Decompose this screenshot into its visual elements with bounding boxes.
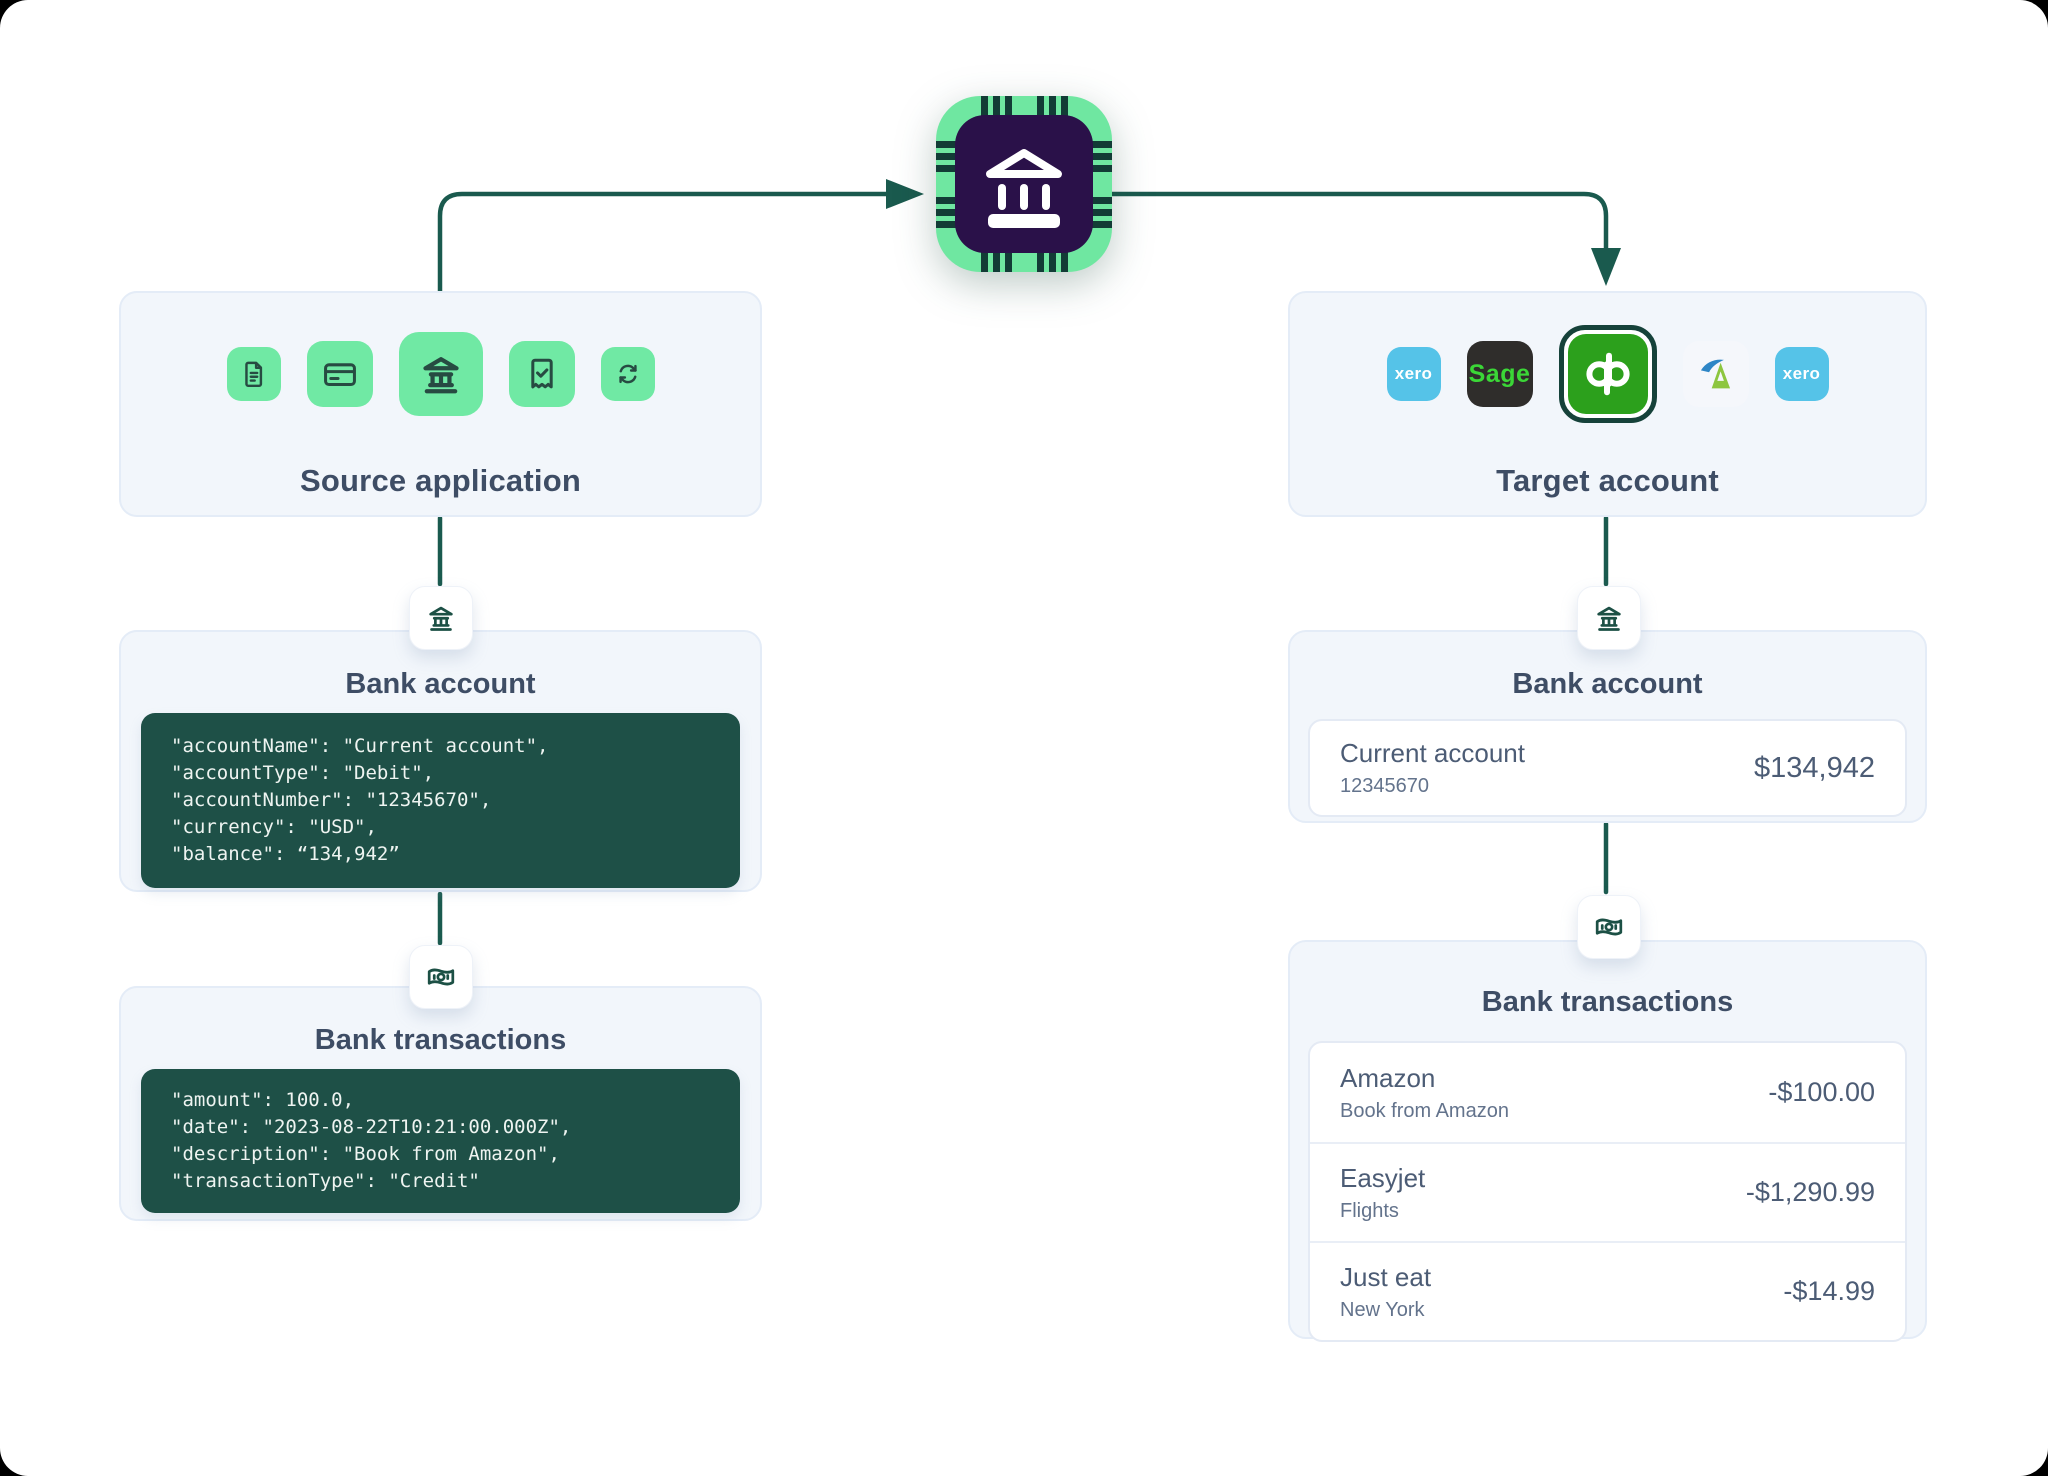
bank-account-json: "accountName": "Current account", "accou…	[141, 713, 740, 888]
source-panel-title: Source application	[300, 463, 581, 498]
quickbooks-logo-icon	[1567, 334, 1648, 414]
bank-icon	[398, 332, 483, 416]
freeagent-app-icon	[1682, 341, 1749, 407]
receipt-check-icon	[508, 341, 575, 407]
transaction-merchant: Amazon	[1340, 1062, 1436, 1093]
bank-account-title: Bank account	[345, 668, 536, 700]
target-app-row: xero Sage	[1386, 325, 1829, 423]
bank-chip-icon	[936, 96, 1112, 272]
code-line: "accountType": "Debit",	[171, 762, 435, 784]
credit-card-icon	[306, 341, 373, 407]
code-line: "currency": "USD",	[171, 816, 377, 838]
transaction-description: Flights	[1340, 1199, 1399, 1222]
account-number: 12345670	[1340, 775, 1429, 797]
transaction-info: Amazon Book from Amazon	[1340, 1063, 1509, 1123]
transaction-amount: -$100.00	[1768, 1077, 1875, 1107]
transaction-merchant: Easyjet	[1340, 1162, 1426, 1193]
bank-transactions-json: "amount": 100.0, "date": "2023-08-22T10:…	[141, 1069, 740, 1213]
sage-logo-text: Sage	[1468, 359, 1531, 388]
transaction-description: New York	[1340, 1298, 1425, 1321]
account-summary-card: Current account 12345670 $134,942	[1308, 719, 1907, 817]
target-bank-account-panel: Bank account Current account 12345670 $1…	[1288, 630, 1927, 823]
xero-app-icon: xero	[1774, 347, 1829, 401]
arrow-head-right-icon	[886, 179, 924, 209]
transaction-row: Easyjet Flights -$1,290.99	[1310, 1142, 1905, 1241]
transactions-list: Amazon Book from Amazon -$100.00 Easyjet…	[1308, 1041, 1907, 1342]
code-line: "description": "Book from Amazon",	[171, 1143, 560, 1165]
code-line: "accountNumber": "12345670",	[171, 789, 492, 811]
target-panel-title: Target account	[1496, 463, 1719, 498]
source-bank-transactions-panel: Bank transactions "amount": 100.0, "date…	[119, 986, 762, 1221]
source-bank-account-panel: Bank account "accountName": "Current acc…	[119, 630, 762, 892]
bank-icon-badge	[409, 586, 473, 650]
xero-logo-text: xero	[1394, 364, 1433, 383]
bank-transactions-title: Bank transactions	[314, 1024, 567, 1056]
account-balance: $134,942	[1754, 751, 1875, 784]
transaction-info: Easyjet Flights	[1340, 1163, 1425, 1223]
banknote-icon-badge	[1577, 895, 1641, 959]
transaction-info: Just eat New York	[1340, 1262, 1431, 1322]
sage-app-icon: Sage	[1466, 341, 1533, 407]
arrow-head-down-icon	[1591, 248, 1621, 286]
source-icon-row	[226, 325, 655, 423]
transaction-amount: -$14.99	[1783, 1276, 1875, 1306]
transaction-row: Just eat New York -$14.99	[1310, 1241, 1905, 1340]
target-bank-transactions-panel: Bank transactions Amazon Book from Amazo…	[1288, 940, 1927, 1342]
banknote-icon-badge	[409, 945, 473, 1009]
source-application-panel: Source application	[119, 291, 762, 517]
code-line: "accountName": "Current account",	[171, 735, 549, 757]
sync-icon	[600, 347, 655, 401]
bank-account-title: Bank account	[1512, 668, 1703, 700]
bank-icon-badge	[1577, 586, 1641, 650]
transaction-amount: -$1,290.99	[1745, 1177, 1875, 1207]
xero-logo-text: xero	[1782, 364, 1821, 383]
code-line: "date": "2023-08-22T10:21:00.000Z",	[171, 1116, 572, 1138]
document-icon	[226, 347, 281, 401]
account-name: Current account	[1340, 738, 1525, 768]
target-account-panel: xero Sage	[1288, 291, 1927, 517]
code-line: "balance": “134,942”	[171, 843, 400, 865]
code-line: "amount": 100.0,	[171, 1089, 355, 1111]
quickbooks-app-icon-selected	[1558, 325, 1657, 423]
account-info: Current account 12345670	[1340, 738, 1525, 798]
bank-transactions-title: Bank transactions	[1481, 986, 1734, 1018]
code-line: "transactionType": "Credit"	[171, 1170, 480, 1192]
transaction-row: Amazon Book from Amazon -$100.00	[1310, 1043, 1905, 1142]
transaction-description: Book from Amazon	[1340, 1099, 1509, 1122]
xero-app-icon: xero	[1386, 347, 1441, 401]
transaction-merchant: Just eat	[1340, 1261, 1432, 1292]
